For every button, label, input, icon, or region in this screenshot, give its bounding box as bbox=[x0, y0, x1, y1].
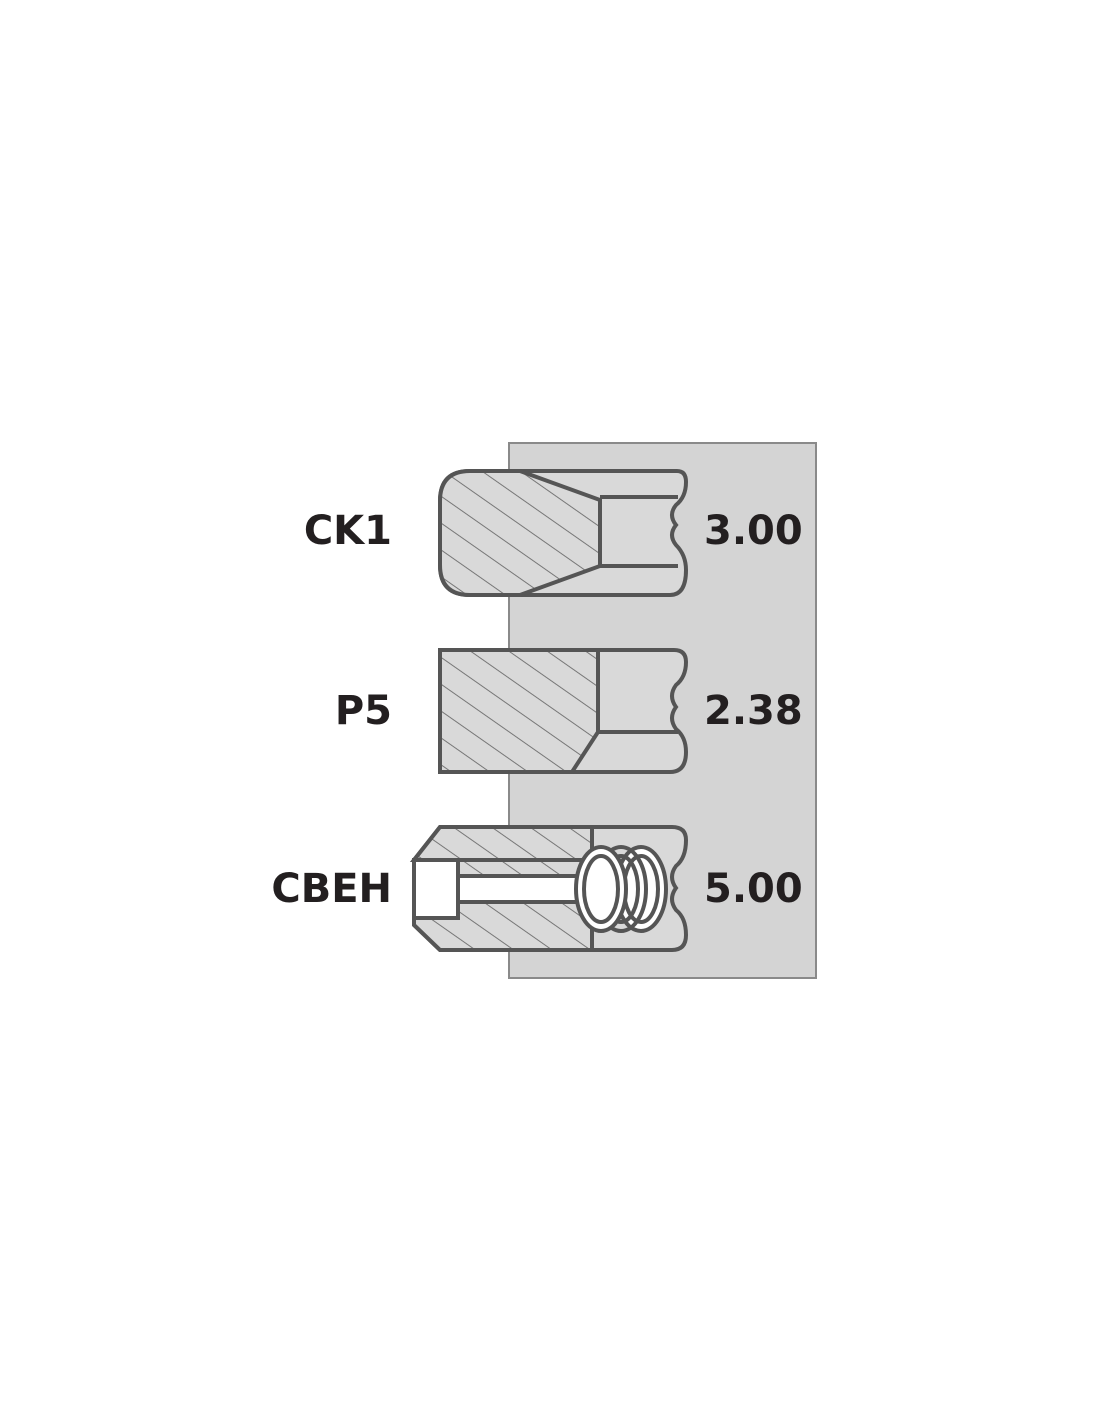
ring-p5-hatch-section bbox=[438, 648, 600, 774]
ring-ck1-hatch-section bbox=[438, 469, 602, 597]
ring-ck1-profile bbox=[438, 469, 689, 597]
ring-cbeh-profile bbox=[409, 825, 689, 952]
ring-code-p5: P5 bbox=[335, 688, 392, 734]
ring-value-p5: 2.38 bbox=[704, 688, 803, 734]
ring-code-ck1: CK1 bbox=[304, 508, 392, 554]
ring-value-ck1: 3.00 bbox=[704, 508, 803, 554]
ring-p5-profile bbox=[438, 648, 689, 774]
ring-cbeh-hatch-upper bbox=[409, 825, 594, 862]
ring-cbeh-spring bbox=[574, 845, 668, 933]
ring-cbeh-slot bbox=[412, 858, 460, 920]
ring-value-cbeh: 5.00 bbox=[704, 866, 803, 912]
ring-cbeh-channel bbox=[456, 874, 590, 904]
ring-code-cbeh: CBEH bbox=[271, 866, 392, 912]
